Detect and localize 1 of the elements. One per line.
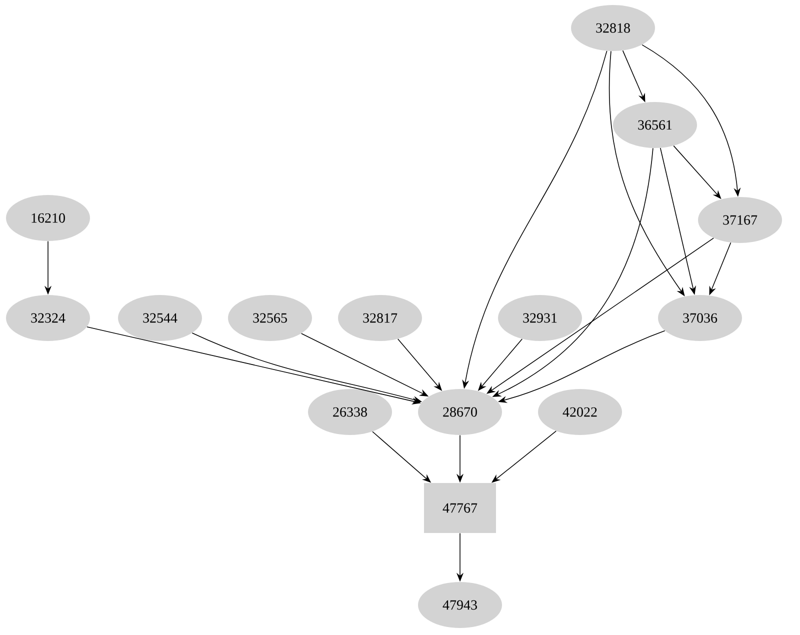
process-box: 47767 [424, 483, 496, 533]
